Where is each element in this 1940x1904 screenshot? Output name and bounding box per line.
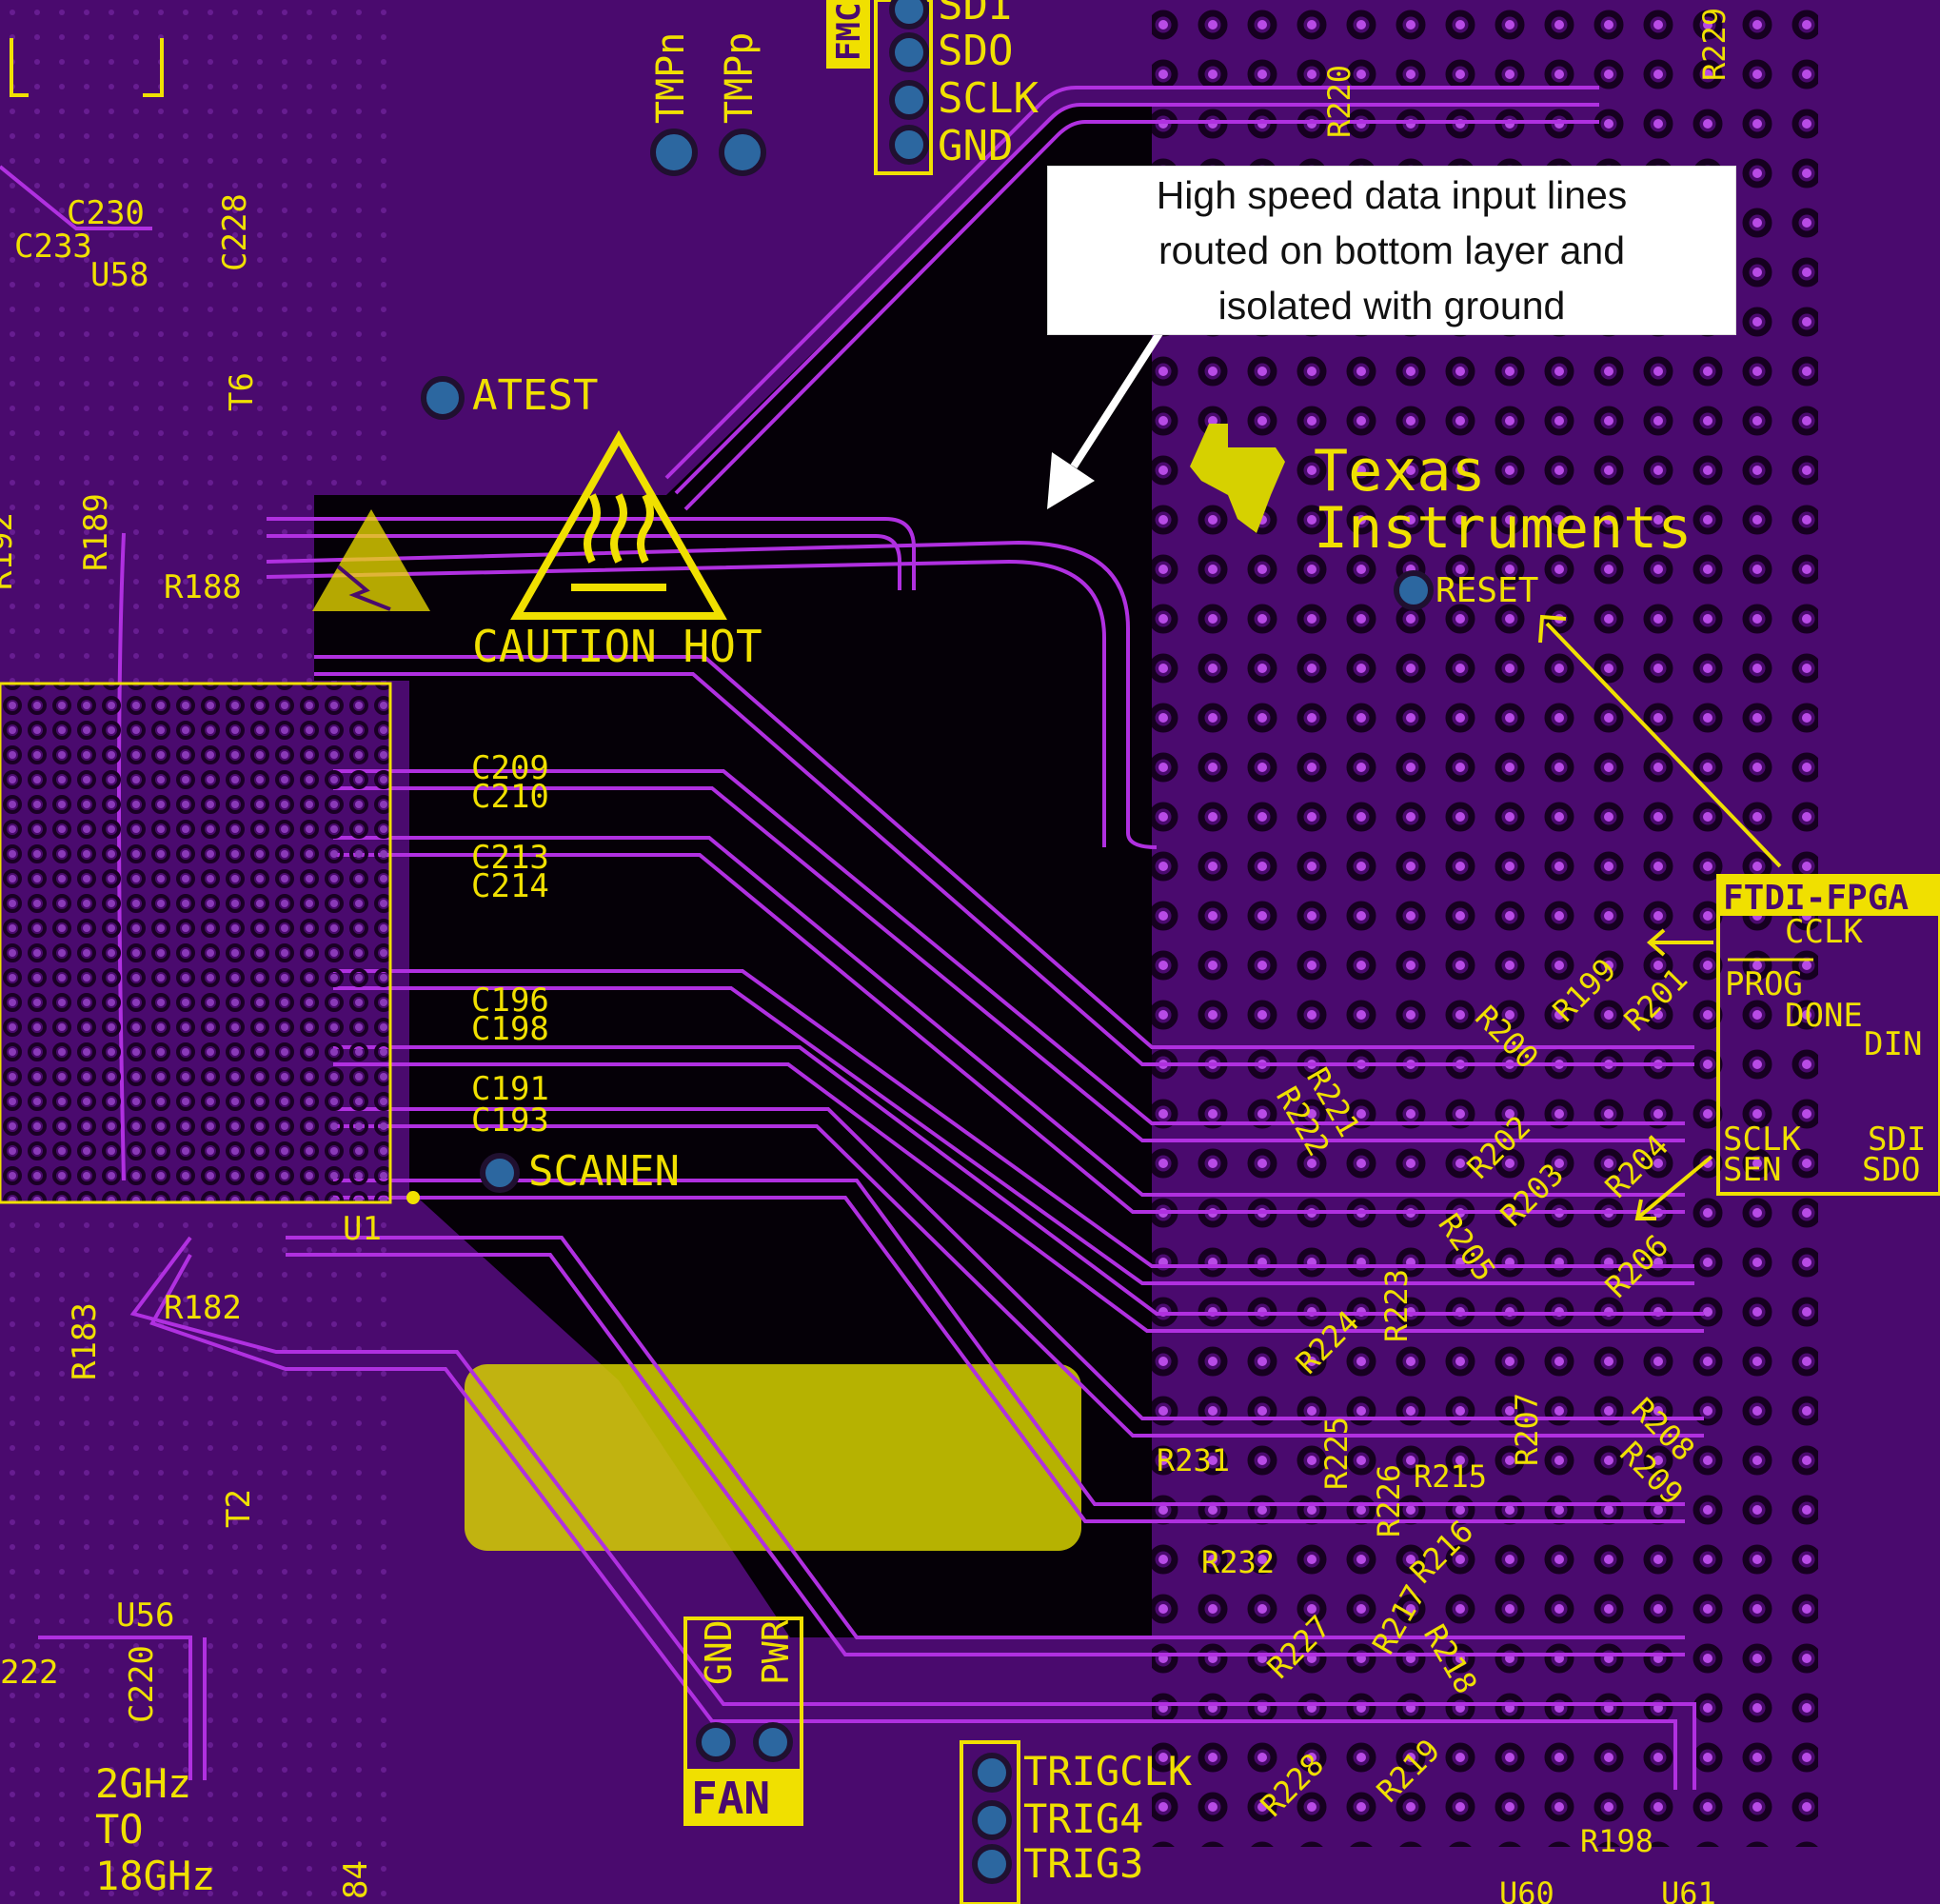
refdes: R183 — [66, 1302, 104, 1380]
ftdi-prog: PROG — [1725, 965, 1803, 1003]
refdes: R226 — [1371, 1464, 1407, 1537]
ftdi-done: DONE — [1785, 997, 1863, 1035]
ti-logo: Texas Instruments — [1190, 424, 1692, 562]
tmpn-pad — [650, 129, 698, 176]
trig-pin-3: TRIG3 — [1023, 1840, 1143, 1887]
fan-pwr-label: PWR — [755, 1619, 797, 1685]
callout-line-2: routed on bottom layer and — [1158, 228, 1626, 272]
refdes: C198 — [471, 1010, 549, 1048]
refdes: R192 — [0, 512, 20, 590]
refdes: C233 — [14, 228, 92, 266]
refdes: R189 — [77, 493, 115, 571]
refdes: R225 — [1318, 1417, 1355, 1490]
bga-package — [0, 682, 392, 1204]
refdes: T2 — [220, 1489, 258, 1528]
atest-label: ATEST — [472, 371, 598, 420]
refdes: U56 — [116, 1597, 174, 1635]
fmc-pin-3: SCLK — [938, 74, 1039, 123]
refdes: U58 — [90, 256, 148, 294]
ftdi-din: DIN — [1864, 1025, 1922, 1063]
ftdi-sdi: SDI — [1868, 1121, 1926, 1159]
callout-line-3: isolated with ground — [1217, 284, 1566, 327]
ftdi-sclk: SCLK — [1723, 1121, 1801, 1159]
freq-line-3: 18GHz — [95, 1853, 215, 1899]
refdes: R220 — [1321, 65, 1357, 138]
fmc-tag: FMC — [830, 3, 868, 61]
refdes: R232 — [1201, 1544, 1275, 1580]
refdes: R229 — [1696, 8, 1732, 81]
ftdi-sen: SEN — [1723, 1151, 1781, 1189]
refdes: C210 — [471, 778, 549, 816]
logo-line1: Texas — [1314, 438, 1486, 505]
ftdi-sdo: SDO — [1862, 1151, 1920, 1189]
refdes: U60 — [1499, 1875, 1554, 1904]
refdes: C220 — [123, 1645, 161, 1723]
callout-arrow — [1047, 330, 1163, 509]
refdes: U61 — [1661, 1875, 1716, 1904]
trig-pin-2: TRIG4 — [1023, 1795, 1143, 1842]
refdes: C191 — [471, 1070, 549, 1108]
ftdi-cclk: CCLK — [1785, 913, 1863, 951]
tmpp-label: TMPp — [718, 32, 762, 124]
logo-line2: Instruments — [1314, 495, 1692, 562]
refdes: C209 — [471, 749, 549, 787]
hot-surface-warning-icon — [510, 429, 727, 620]
fan-gnd-label: GND — [698, 1619, 740, 1685]
esd-warning-icon — [312, 509, 430, 611]
refdes: C213 — [471, 839, 549, 877]
refdes: R198 — [1580, 1823, 1653, 1859]
highlight-block — [465, 1364, 1081, 1551]
annotation-callout: High speed data input lines routed on bo… — [1047, 166, 1736, 335]
refdes: R215 — [1414, 1458, 1487, 1495]
tmpp-pad — [719, 129, 766, 176]
fan-label: FAN — [691, 1773, 770, 1824]
refdes: C228 — [216, 193, 254, 271]
refdes: U1 — [343, 1210, 382, 1248]
tmpn-label: TMPn — [649, 32, 693, 124]
ftdi-title: FTDI-FPGA — [1723, 879, 1909, 918]
freq-line-1: 2GHz — [95, 1760, 191, 1807]
caution-hot-label: CAUTION HOT — [472, 621, 762, 672]
fmc-pin-2: SDO — [938, 27, 1013, 75]
reset-label: RESET — [1435, 571, 1538, 610]
refdes: T6 — [223, 372, 261, 411]
refdes: R231 — [1157, 1442, 1230, 1478]
callout-line-1: High speed data input lines — [1156, 173, 1628, 217]
pin1-marker — [406, 1191, 420, 1204]
freq-line-2: TO — [95, 1806, 144, 1853]
refdes: C196 — [471, 982, 549, 1020]
refdes: 84 — [337, 1860, 375, 1899]
refdes: R207 — [1509, 1393, 1545, 1466]
scanen-label: SCANEN — [528, 1147, 680, 1196]
refdes: R223 — [1378, 1269, 1415, 1342]
texas-state-icon — [1190, 424, 1285, 533]
testpoint-pads — [421, 0, 1434, 1884]
refdes: C230 — [67, 194, 145, 232]
fmc-pin-1: SDI — [938, 0, 1013, 30]
scanen-pad — [480, 1153, 520, 1193]
refdes: C193 — [471, 1101, 549, 1140]
refdes: 222 — [0, 1654, 58, 1692]
refdes: R182 — [164, 1289, 242, 1327]
fmc-pin-4: GND — [938, 122, 1013, 170]
reset-arrow — [1538, 614, 1782, 1220]
atest-pad — [421, 376, 465, 420]
refdes: C214 — [471, 867, 549, 905]
refdes: R188 — [164, 568, 242, 606]
trig-pin-1: TRIGCLK — [1023, 1748, 1193, 1795]
